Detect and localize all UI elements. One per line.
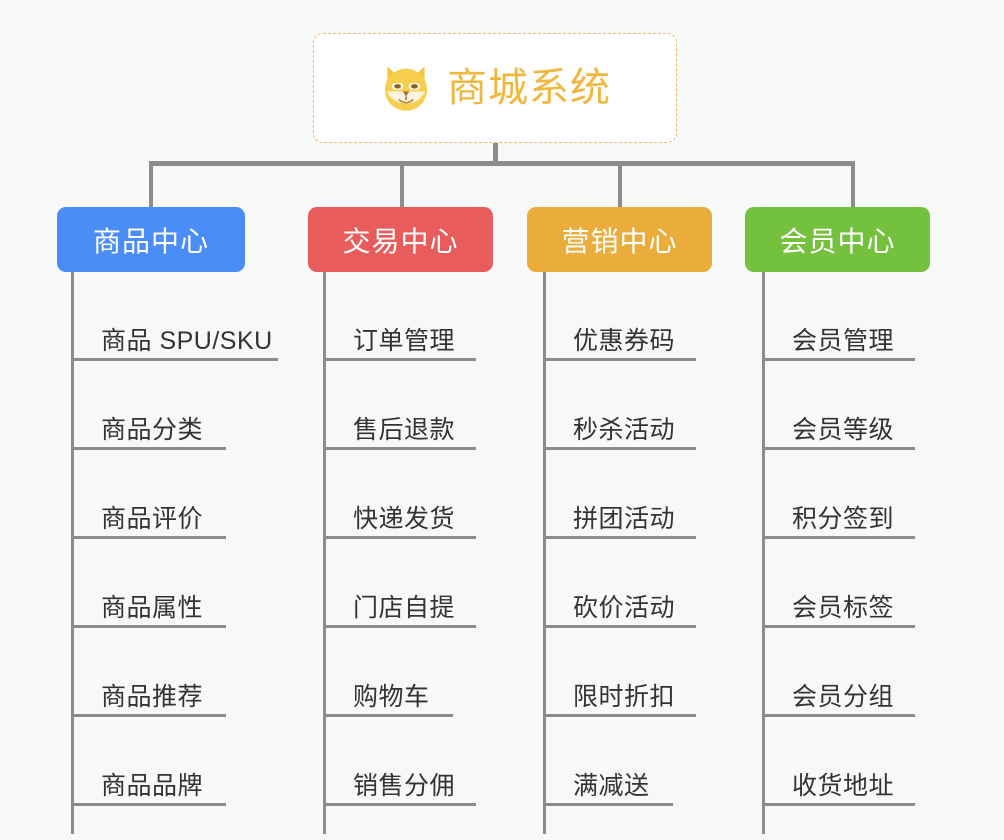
- connector-drop-2: [400, 161, 404, 207]
- branch-trunk: [762, 272, 765, 834]
- connector-drop-1: [149, 161, 153, 207]
- leaf-label: 商品推荐: [101, 683, 204, 711]
- category-header-营销中心[interactable]: 营销中心: [527, 207, 712, 272]
- leaf-item[interactable]: 收货地址: [762, 717, 915, 806]
- leaf-label: 订单管理: [353, 327, 456, 355]
- leaf-item[interactable]: 快递发货: [323, 450, 476, 539]
- connector-drop-4: [851, 161, 855, 207]
- category-label: 交易中心: [342, 225, 459, 257]
- leaf-item[interactable]: 限时折扣: [543, 628, 696, 717]
- branch-trunk: [543, 272, 546, 834]
- leaf-label: 商品品牌: [101, 772, 204, 800]
- leaf-label: 积分签到: [792, 505, 895, 533]
- leaf-item[interactable]: 优惠券码: [543, 272, 696, 361]
- leaf-label: 售后退款: [353, 416, 456, 444]
- leaf-item[interactable]: 砍价活动: [543, 539, 696, 628]
- leaf-label: 会员等级: [792, 416, 895, 444]
- leaf-item[interactable]: 会员等级: [762, 361, 915, 450]
- leaf-label: 收货地址: [792, 772, 895, 800]
- leaf-item[interactable]: 拼团活动: [543, 450, 696, 539]
- root-title: 商城系统: [447, 66, 611, 110]
- connector-root-stem: [493, 143, 498, 164]
- leaf-label: 商品分类: [101, 416, 204, 444]
- category-header-商品中心[interactable]: 商品中心: [57, 207, 245, 272]
- leaf-item[interactable]: 满减送: [543, 717, 673, 806]
- leaf-label: 快递发货: [353, 505, 456, 533]
- leaf-label: 秒杀活动: [573, 416, 676, 444]
- leaf-item[interactable]: 会员标签: [762, 539, 915, 628]
- leaf-item[interactable]: 商品品牌: [71, 717, 226, 806]
- leaf-label: 商品评价: [101, 505, 204, 533]
- leaf-label: 会员标签: [792, 594, 895, 622]
- branch-trunk: [71, 272, 74, 834]
- shiba-dog-face-icon: [384, 66, 428, 111]
- category-label: 商品中心: [92, 225, 209, 257]
- leaf-label: 商品 SPU/SKU: [101, 327, 273, 355]
- leaf-item[interactable]: 销售分佣: [323, 717, 476, 806]
- leaf-item[interactable]: 积分签到: [762, 450, 915, 539]
- leaf-item[interactable]: 会员分组: [762, 628, 915, 717]
- leaf-item[interactable]: 秒杀活动: [543, 361, 696, 450]
- branch-trunk: [323, 272, 326, 834]
- category-header-会员中心[interactable]: 会员中心: [745, 207, 930, 272]
- root-node[interactable]: 商城系统: [313, 33, 677, 143]
- leaf-item[interactable]: 门店自提: [323, 539, 476, 628]
- leaf-label: 会员分组: [792, 683, 895, 711]
- leaf-label: 限时折扣: [573, 683, 676, 711]
- leaf-item[interactable]: 购物车: [323, 628, 453, 717]
- category-header-交易中心[interactable]: 交易中心: [308, 207, 493, 272]
- leaf-label: 会员管理: [792, 327, 895, 355]
- leaf-label: 优惠券码: [573, 327, 676, 355]
- leaf-label: 销售分佣: [353, 772, 456, 800]
- leaf-item[interactable]: 商品推荐: [71, 628, 226, 717]
- leaf-item[interactable]: 商品 SPU/SKU: [71, 272, 278, 361]
- leaf-item[interactable]: 会员管理: [762, 272, 915, 361]
- leaf-label: 满减送: [573, 772, 650, 800]
- connector-bus: [149, 161, 855, 166]
- leaf-label: 商品属性: [101, 594, 204, 622]
- leaf-item[interactable]: 售后退款: [323, 361, 476, 450]
- category-label: 营销中心: [561, 225, 678, 257]
- leaf-item[interactable]: 商品属性: [71, 539, 226, 628]
- leaf-item[interactable]: 商品评价: [71, 450, 226, 539]
- category-label: 会员中心: [779, 225, 896, 257]
- leaf-label: 拼团活动: [573, 505, 676, 533]
- leaf-label: 购物车: [353, 683, 430, 711]
- connector-drop-3: [618, 161, 622, 207]
- leaf-label: 砍价活动: [573, 594, 676, 622]
- leaf-item[interactable]: 商品分类: [71, 361, 226, 450]
- leaf-item[interactable]: 订单管理: [323, 272, 476, 361]
- leaf-label: 门店自提: [353, 594, 456, 622]
